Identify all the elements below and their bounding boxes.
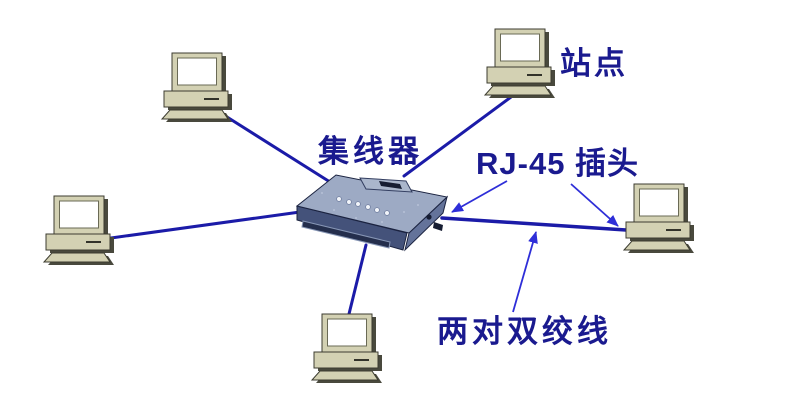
rj45-arrow-to-hub <box>451 180 508 213</box>
hub-led <box>355 201 361 207</box>
rj45-arrow-to-computer <box>570 183 619 227</box>
station-label: 站点 <box>560 46 628 81</box>
hub-led <box>374 207 380 213</box>
hub-led <box>336 196 342 202</box>
cable-hub-to-bottom <box>347 243 368 316</box>
hub-label: 集线器 <box>318 134 423 169</box>
hub-vent-dot <box>381 221 383 223</box>
hub-port-strip <box>301 220 391 249</box>
hub-vent-dot <box>333 209 335 211</box>
hub-rj45-socket <box>433 222 443 231</box>
network-hub-icon <box>295 174 449 252</box>
cable-topright-to-hub <box>402 95 513 178</box>
computer-station-top-right <box>484 28 556 99</box>
cable-left-to-hub <box>109 210 302 240</box>
computer-top-left <box>161 52 233 123</box>
hub-top-face <box>295 174 449 234</box>
hub-led <box>384 210 390 216</box>
computer-right <box>623 183 695 254</box>
rj45-plug-label: RJ-45 插头 <box>476 146 640 181</box>
hub-connector-knob <box>426 214 432 220</box>
computer-bottom <box>311 313 383 384</box>
hub-vent-dot <box>417 204 419 206</box>
hub-led <box>365 204 371 210</box>
hub-vent-dot <box>355 217 357 219</box>
hub-vent-dot <box>321 192 323 194</box>
cable-hub-to-right-twisted-pair <box>440 216 628 232</box>
twisted-pair-arrow-to-cable <box>512 231 538 313</box>
cable-topleft-to-hub <box>225 115 332 184</box>
computer-left <box>43 195 115 266</box>
hub-led <box>346 199 352 205</box>
twisted-pair-label: 两对双绞线 <box>437 314 612 349</box>
hub-panel-slot <box>379 181 402 189</box>
hub-vent-dot <box>403 211 405 213</box>
